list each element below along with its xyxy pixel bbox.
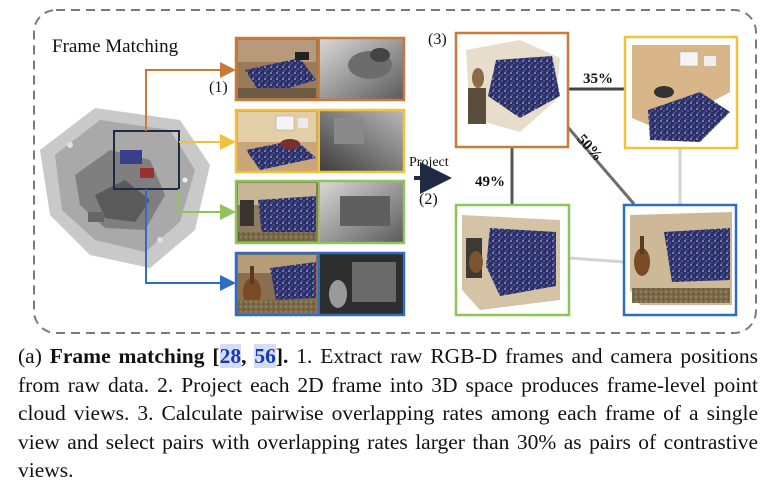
overlap-top-label: 35% [583,71,613,87]
point-cloud-view-2 [623,35,739,150]
panel-title: Frame Matching [52,36,179,57]
figure-caption: (a) Frame matching [28, 56]. 1. Extract … [18,342,758,485]
frame-row-1 [234,36,406,102]
project-label: Project [409,155,449,170]
frame-row-4 [234,251,406,317]
frame-row-2 [234,108,406,174]
citation-link-56[interactable]: 56 [254,344,276,368]
caption-prefix: (a) [18,344,50,368]
point-cloud-view-4 [622,203,738,317]
overlap-left-label: 49% [475,174,505,190]
step-1-label: (1) [209,79,228,96]
frame-matching-figure: Frame Matching (1) [33,9,757,334]
edge-diagonal [564,124,636,205]
caption-cite-sep: , [241,344,255,368]
caption-cite-open: [ [204,344,220,368]
caption-cite-close: ]. [275,344,289,368]
arrow-green [178,189,236,220]
arrow-blue [145,189,236,291]
point-cloud-view-3 [454,203,571,317]
caption-title: Frame matching [49,344,205,368]
arrow-orange [145,62,236,131]
dashed-panel-border [33,9,757,334]
step-2-label: (2) [419,191,438,208]
overlap-diagonal-label: 50% [573,132,605,165]
frame-arrows [145,62,236,291]
overlap-edges [510,87,682,264]
figure-canvas: Frame Matching (1) [33,9,757,334]
caption-body: 1. Extract raw RGB-D frames and camera p… [18,344,758,482]
edge-bottom [569,256,625,264]
frame-row-3 [234,179,406,245]
step-3-label: (3) [428,31,447,48]
point-cloud-view-1 [454,31,570,149]
citation-link-28[interactable]: 28 [219,344,242,368]
